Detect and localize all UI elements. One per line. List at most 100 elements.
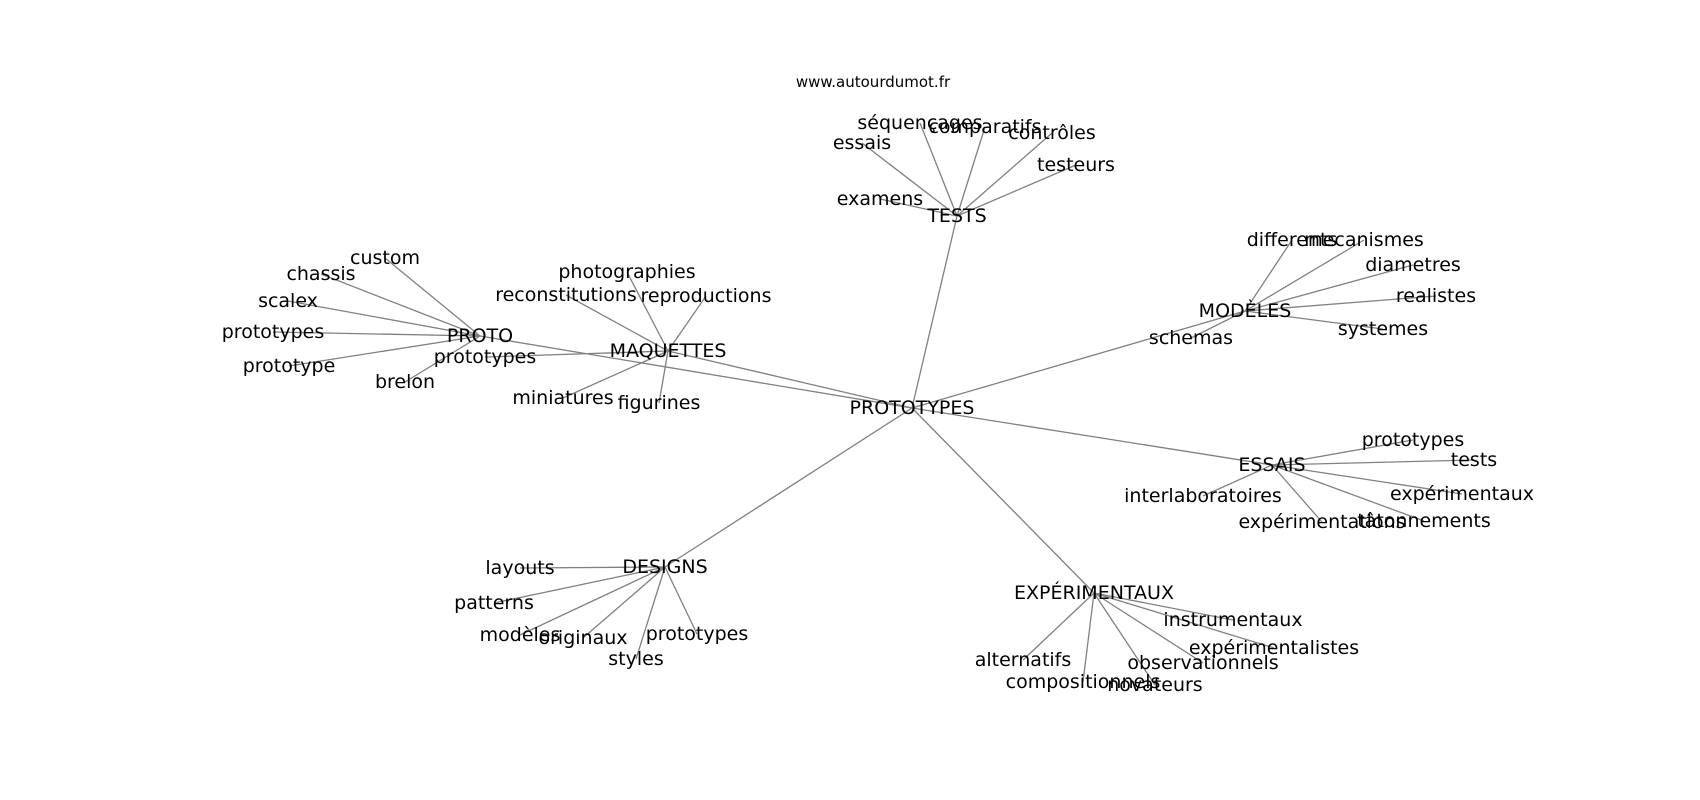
node-label-tests: TESTS (926, 205, 986, 227)
node-label-x3: observationnels (1127, 652, 1278, 674)
edge-maquettes-q3 (667, 295, 707, 352)
node-label-x5: compositionnels (1006, 671, 1161, 693)
edge-prototypes-maquettes (667, 350, 913, 409)
edge-modeles-m2 (1244, 239, 1365, 312)
node-label-t3: comparatifs (928, 116, 1041, 138)
edge-experimentaux-x1 (1093, 592, 1234, 621)
node-label-modeles: MODÈLES (1199, 299, 1292, 322)
node-label-e1: prototypes (1362, 429, 1465, 451)
edge-designs-d1 (519, 566, 666, 569)
node-label-e4: expérimentaux (1390, 483, 1534, 505)
edge-proto-p2 (320, 273, 481, 337)
edges-layer (272, 122, 1475, 686)
node-label-m2: mecanismes (1304, 229, 1424, 251)
node-label-d4: originaux (538, 627, 627, 649)
edge-prototypes-experimentaux (911, 407, 1095, 594)
node-label-q2: reconstitutions (495, 284, 637, 306)
node-label-e6: tâtonnements (1357, 510, 1491, 532)
edge-experimentaux-x3 (1093, 592, 1204, 664)
edge-experimentaux-x2 (1093, 592, 1275, 649)
edge-maquettes-q2 (565, 294, 669, 352)
node-label-m3: diametres (1365, 254, 1461, 276)
node-label-m4: realistes (1396, 285, 1476, 307)
node-label-m5: systemes (1338, 318, 1428, 340)
edge-proto-p3 (287, 300, 481, 337)
edge-experimentaux-x4 (1022, 592, 1095, 661)
edge-modeles-m5 (1244, 310, 1384, 330)
node-label-d2: patterns (454, 592, 534, 614)
edge-proto-p6 (404, 335, 481, 383)
node-label-designs: DESIGNS (622, 556, 707, 578)
edge-prototypes-proto (479, 335, 913, 409)
node-label-d1: layouts (485, 557, 554, 579)
nodes-layer: PROTOTYPES TESTS MODÈLES MAQUETTES PROTO ESSA… (222, 112, 1534, 696)
edge-modeles-m1 (1244, 239, 1293, 312)
node-label-t4: contrôles (1008, 122, 1095, 144)
edge-essais-e5 (1271, 464, 1323, 523)
edge-modeles-m6 (1190, 310, 1246, 339)
edge-proto-p1 (384, 257, 481, 337)
node-label-d3: modèles (480, 624, 561, 646)
node-label-p6: brelon (375, 371, 435, 393)
node-label-p3: scalex (258, 290, 318, 312)
node-label-prototypes: PROTOTYPES (850, 397, 975, 419)
edge-tests-t4 (956, 132, 1053, 217)
node-label-t5: testeurs (1037, 154, 1115, 176)
edge-maquettes-q4 (562, 350, 669, 399)
edge-maquettes-q5 (658, 350, 669, 404)
edge-prototypes-designs (664, 407, 913, 568)
source-label: www.autourdumot.fr (796, 73, 951, 91)
edge-maquettes-q1 (626, 271, 669, 352)
edge-designs-d2 (493, 566, 666, 604)
edge-maquettes-q6 (484, 350, 669, 358)
edge-tests-t3 (956, 126, 986, 217)
edge-designs-d3 (519, 566, 666, 636)
node-label-d5: styles (608, 648, 663, 670)
edge-tests-t6 (879, 198, 958, 217)
node-label-p5: prototype (243, 355, 336, 377)
node-label-t6: examens (837, 188, 923, 210)
node-label-p2: chassis (286, 263, 355, 285)
node-label-q5: figurines (618, 392, 701, 414)
edge-tests-t5 (956, 164, 1077, 217)
edge-modeles-m3 (1244, 264, 1414, 312)
node-label-e3: interlaboratoires (1124, 485, 1282, 507)
edge-prototypes-tests (911, 215, 958, 409)
node-label-t1: essais (833, 132, 891, 154)
node-label-e2: tests (1451, 449, 1497, 471)
edge-tests-t1 (861, 142, 958, 217)
edge-essais-e3 (1202, 464, 1273, 497)
edge-essais-e6 (1271, 464, 1425, 522)
node-label-q3: reproductions (640, 285, 771, 307)
node-label-q6: prototypes (434, 346, 537, 368)
edge-proto-p4 (272, 331, 481, 337)
node-label-q1: photographies (558, 261, 695, 283)
edge-prototypes-essais (911, 407, 1273, 466)
node-label-m1: differents (1247, 229, 1338, 251)
edge-designs-d4 (582, 566, 666, 639)
node-label-maquettes: MAQUETTES (610, 340, 727, 362)
edge-modeles-m4 (1244, 295, 1437, 312)
edge-tests-t2 (919, 122, 958, 217)
node-label-m6: schemas (1149, 327, 1233, 349)
node-label-q4: miniatures (512, 387, 613, 409)
node-label-essais: ESSAIS (1238, 454, 1305, 476)
edge-essais-e1 (1271, 439, 1414, 466)
node-label-x4: alternatifs (975, 649, 1072, 671)
edge-designs-d6 (664, 566, 698, 635)
node-label-p1: custom (350, 247, 420, 269)
node-label-e5: expérimentations (1238, 511, 1405, 533)
edge-experimentaux-x6 (1093, 592, 1156, 686)
edge-essais-e2 (1271, 459, 1475, 466)
node-label-x1: instrumentaux (1163, 609, 1302, 631)
node-label-p4: prototypes (222, 321, 325, 343)
node-label-x2: expérimentalistes (1189, 637, 1359, 659)
edge-proto-p5 (288, 335, 481, 367)
node-label-d6: prototypes (646, 623, 749, 645)
edge-designs-d5 (635, 566, 666, 660)
node-label-experimentaux: EXPÉRIMENTAUX (1014, 581, 1174, 604)
node-label-t2: séquençages (857, 112, 982, 134)
edge-experimentaux-x5 (1082, 592, 1095, 683)
node-label-proto: PROTO (447, 325, 513, 347)
